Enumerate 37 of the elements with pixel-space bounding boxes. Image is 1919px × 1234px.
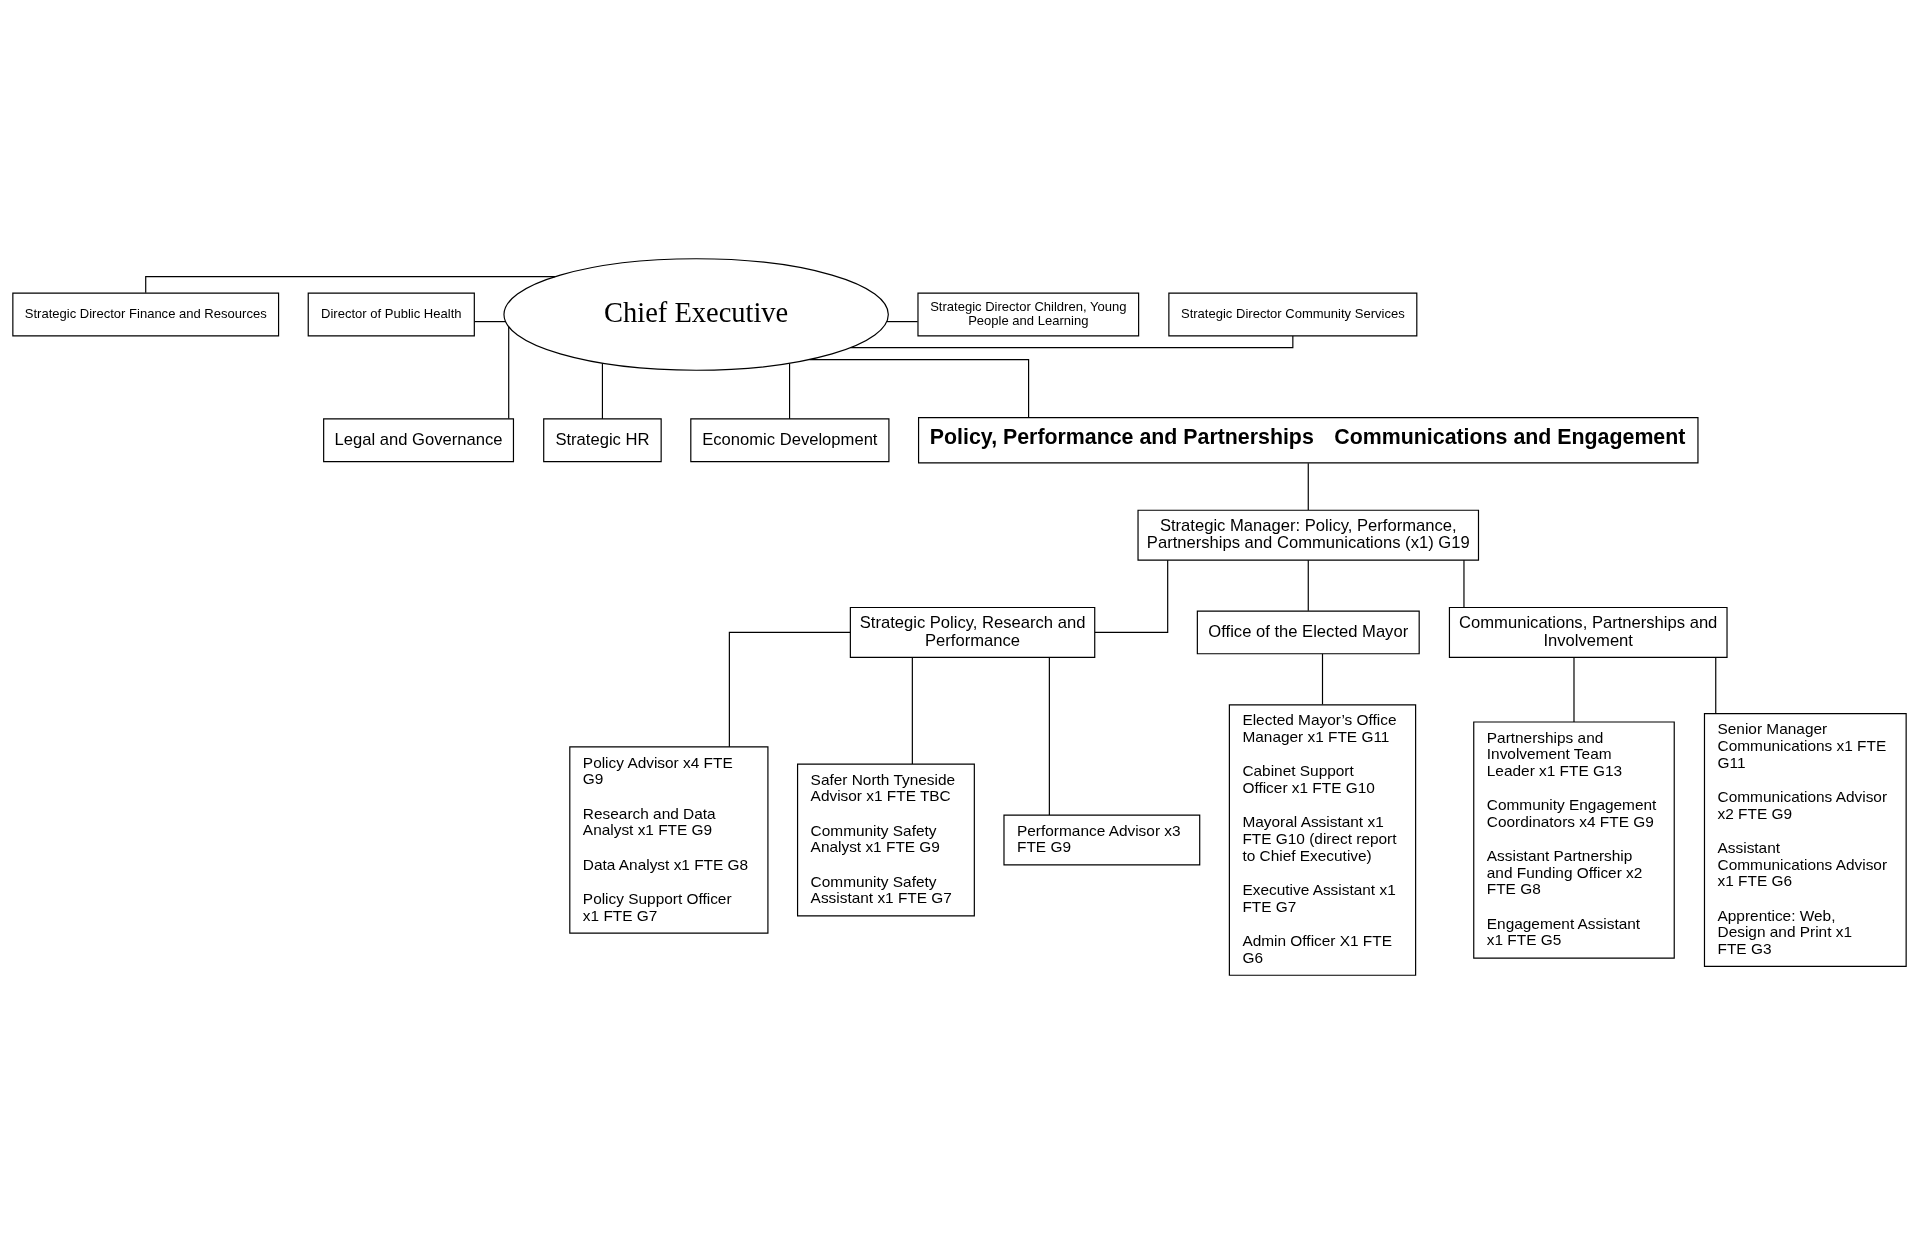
connector bbox=[911, 656, 913, 765]
node-box: Strategic Director Finance and Resources bbox=[12, 292, 280, 337]
node-box: Performance Advisor x3 FTE G9 bbox=[1003, 814, 1201, 866]
connector bbox=[1048, 656, 1050, 816]
node-box: Safer North Tyneside Advisor x1 FTE TBC Community Safety Analyst x1 FTE G9 Community Safety Assistant x1 FTE G7 bbox=[796, 763, 975, 917]
connector bbox=[728, 631, 851, 748]
connector bbox=[1573, 656, 1575, 723]
connector bbox=[809, 359, 1030, 418]
node-box: Elected Mayor’s Office Manager x1 FTE G11 Cabinet Support Officer x1 FTE G10 Mayoral Assistant x1 FTE G10 (direct report to Chief Executive) Executive Assistant x1 FTE G7 Admin Officer X1 FTE G6 bbox=[1228, 704, 1417, 976]
node-box: Strategic Director Children, Young People and Learning bbox=[917, 292, 1140, 337]
connector bbox=[508, 326, 510, 420]
connector bbox=[1307, 559, 1309, 612]
node-box: Senior Manager Communications x1 FTE G11 Communications Advisor x2 FTE G9 Assistant Communications Advisor x1 FTE G6 Apprentice: Web, Design and Print x1 FTE G3 bbox=[1703, 713, 1907, 967]
connector bbox=[1094, 559, 1169, 633]
connector bbox=[474, 321, 507, 323]
node-box: Strategic Director Community Services bbox=[1168, 292, 1418, 337]
node-box: Strategic Policy, Research and Performance bbox=[849, 606, 1096, 658]
node-box: Communications, Partnerships and Involvement bbox=[1448, 606, 1728, 658]
connector bbox=[601, 362, 604, 420]
connector bbox=[1715, 656, 1717, 715]
node-box: Policy, Performance and Partnerships Communications and Engagement bbox=[917, 417, 1699, 464]
node-box: Strategic HR bbox=[543, 418, 662, 463]
node-box: Economic Development bbox=[690, 418, 890, 463]
connector bbox=[850, 335, 1294, 349]
node-box: Director of Public Health bbox=[307, 292, 475, 337]
node-box: Policy Advisor x4 FTE G9 Research and Data Analyst x1 FTE G9 Data Analyst x1 FTE G8 Policy Support Officer x1 FTE G7 bbox=[569, 746, 769, 934]
connector bbox=[1307, 462, 1309, 511]
connector bbox=[788, 362, 791, 420]
connector bbox=[145, 275, 556, 294]
connector bbox=[886, 321, 919, 323]
node-box: Office of the Elected Mayor bbox=[1196, 610, 1420, 655]
node-ellipse: Chief Executive bbox=[503, 258, 889, 371]
node-box: Strategic Manager: Policy, Performance, Partnerships and Communications (x1) G19 bbox=[1137, 509, 1480, 561]
node-box: Partnerships and Involvement Team Leader x1 FTE G13 Community Engagement Coordinators x4 FTE G9 Assistant Partnership and Funding Officer x2 FTE G8 Engagement Assistant x1 FTE G5 bbox=[1473, 721, 1675, 959]
connector bbox=[1321, 653, 1324, 705]
connector bbox=[1463, 559, 1465, 609]
node-box: Legal and Governance bbox=[323, 418, 515, 463]
